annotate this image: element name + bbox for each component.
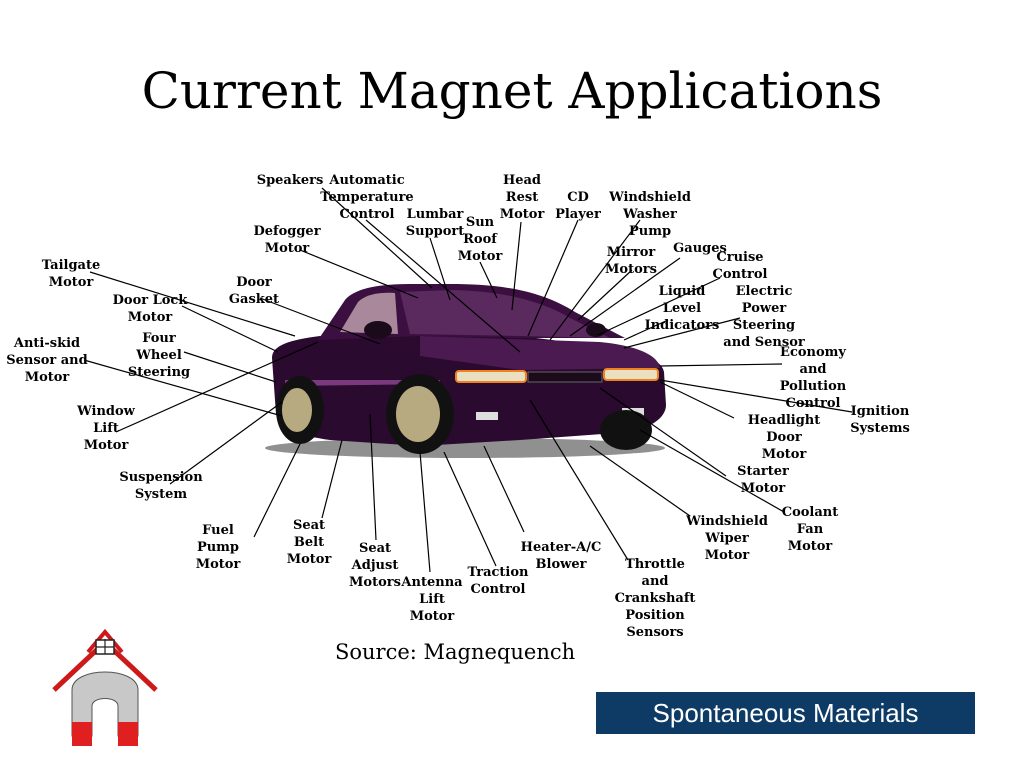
house-magnet-icon[interactable] [50, 626, 160, 751]
label-window-lift-motor: Window Lift Motor [77, 404, 135, 453]
leader-cruise [597, 277, 721, 336]
leader-head-rest [511, 221, 522, 311]
leader-lines [83, 187, 853, 573]
label-door-lock-motor: Door Lock Motor [112, 293, 188, 325]
leader-antiskid [83, 359, 283, 417]
label-liquid-level-indicators: Liquid Level Indicators [644, 284, 720, 333]
car-shadow [265, 438, 665, 458]
leader-coolant [639, 429, 785, 513]
leader-heater [483, 445, 525, 533]
label-heater-ac-blower: Heater-A/C Blower [520, 540, 602, 572]
fog-light-left [476, 412, 498, 420]
label-seat-adjust-motors: Seat Adjust Motors [349, 541, 401, 590]
leader-seatadjust [369, 413, 377, 541]
leader-wiper [589, 445, 691, 517]
front-wheel-right [600, 410, 652, 450]
leader-defogger [299, 249, 419, 299]
label-fuel-pump-motor: Fuel Pump Motor [195, 523, 241, 572]
label-economy-pollution-control: Economy and Pollution Control [779, 345, 847, 411]
label-four-wheel-steering: Four Wheel Steering [127, 331, 191, 380]
leader-traction [443, 451, 497, 567]
label-automatic-temperature-control: Automatic Temperature Control [320, 173, 414, 222]
leader-sunroof [479, 261, 498, 299]
leader-tailgate [89, 271, 296, 337]
leader-economy [659, 363, 783, 367]
label-sun-roof-motor: Sun Roof Motor [457, 215, 503, 264]
rear-wheel-rim [282, 388, 312, 432]
side-mirror [364, 321, 392, 339]
label-gauges: Gauges [673, 241, 727, 256]
leader-lumbar [429, 237, 451, 301]
brand-banner: Spontaneous Materials [596, 692, 975, 734]
label-suspension-system: Suspension System [119, 470, 203, 502]
grille [527, 371, 603, 383]
source-caption: Source: Magnequench [335, 640, 576, 664]
label-tailgate-motor: Tailgate Motor [41, 258, 101, 290]
label-throttle-crankshaft: Throttle and Crankshaft Position Sensors [614, 557, 696, 640]
label-electric-power-steering: Electric Power Steering and Sensor [723, 284, 805, 350]
label-speakers: Speakers [256, 173, 324, 188]
label-lumbar-support: Lumbar Support [405, 207, 465, 239]
label-cd-player: CD Player [555, 190, 601, 222]
car-windshield [400, 290, 610, 338]
leader-throttle [529, 399, 629, 561]
leader-mirror [577, 269, 633, 321]
label-coolant-fan-motor: Coolant Fan Motor [781, 505, 839, 554]
leader-fuel [253, 443, 301, 538]
label-headlight-door-motor: Headlight Door Motor [747, 413, 821, 462]
headlight-right [603, 368, 659, 381]
label-windshield-wiper-motor: Windshield Wiper Motor [686, 514, 768, 563]
leader-suspension [169, 401, 283, 485]
car-hood [420, 336, 660, 370]
leader-doorlock [181, 305, 279, 353]
label-head-rest-motor: Head Rest Motor [499, 173, 545, 222]
label-starter-motor: Starter Motor [737, 464, 789, 496]
front-wheel-rim [396, 386, 440, 442]
label-seat-belt-motor: Seat Belt Motor [286, 518, 332, 567]
leader-gauges [569, 257, 681, 337]
leader-window [115, 341, 319, 433]
label-antenna-lift-motor: Antenna Lift Motor [401, 575, 463, 624]
label-door-gasket: Door Gasket [228, 275, 280, 307]
label-anti-skid-sensor: Anti-skid Sensor and Motor [6, 336, 88, 385]
label-windshield-washer-pump: Windshield Washer Pump [609, 190, 691, 239]
leader-starter [599, 387, 727, 477]
label-mirror-motors: Mirror Motors [605, 245, 657, 277]
leader-seatbelt [321, 439, 343, 519]
leader-eps [623, 317, 741, 349]
label-traction-control: Traction Control [467, 565, 529, 597]
leader-gasket [259, 297, 381, 345]
leader-auto-temp [365, 219, 521, 353]
leader-4ws [183, 351, 277, 383]
leader-liquid [623, 319, 669, 341]
leader-speakers [321, 187, 433, 289]
leader-washer [549, 219, 641, 341]
label-defogger-motor: Defogger Motor [253, 224, 321, 256]
leader-ignition [659, 379, 853, 413]
slide-title: Current Magnet Applications [141, 62, 883, 120]
headlight-left [455, 370, 527, 383]
leader-cd-player [527, 219, 579, 337]
label-cruise-control: Cruise Control [712, 250, 768, 282]
leader-antenna [419, 451, 431, 573]
label-ignition-systems: Ignition Systems [850, 404, 910, 436]
leader-headlight [659, 381, 735, 419]
side-mirror-right [586, 323, 606, 337]
